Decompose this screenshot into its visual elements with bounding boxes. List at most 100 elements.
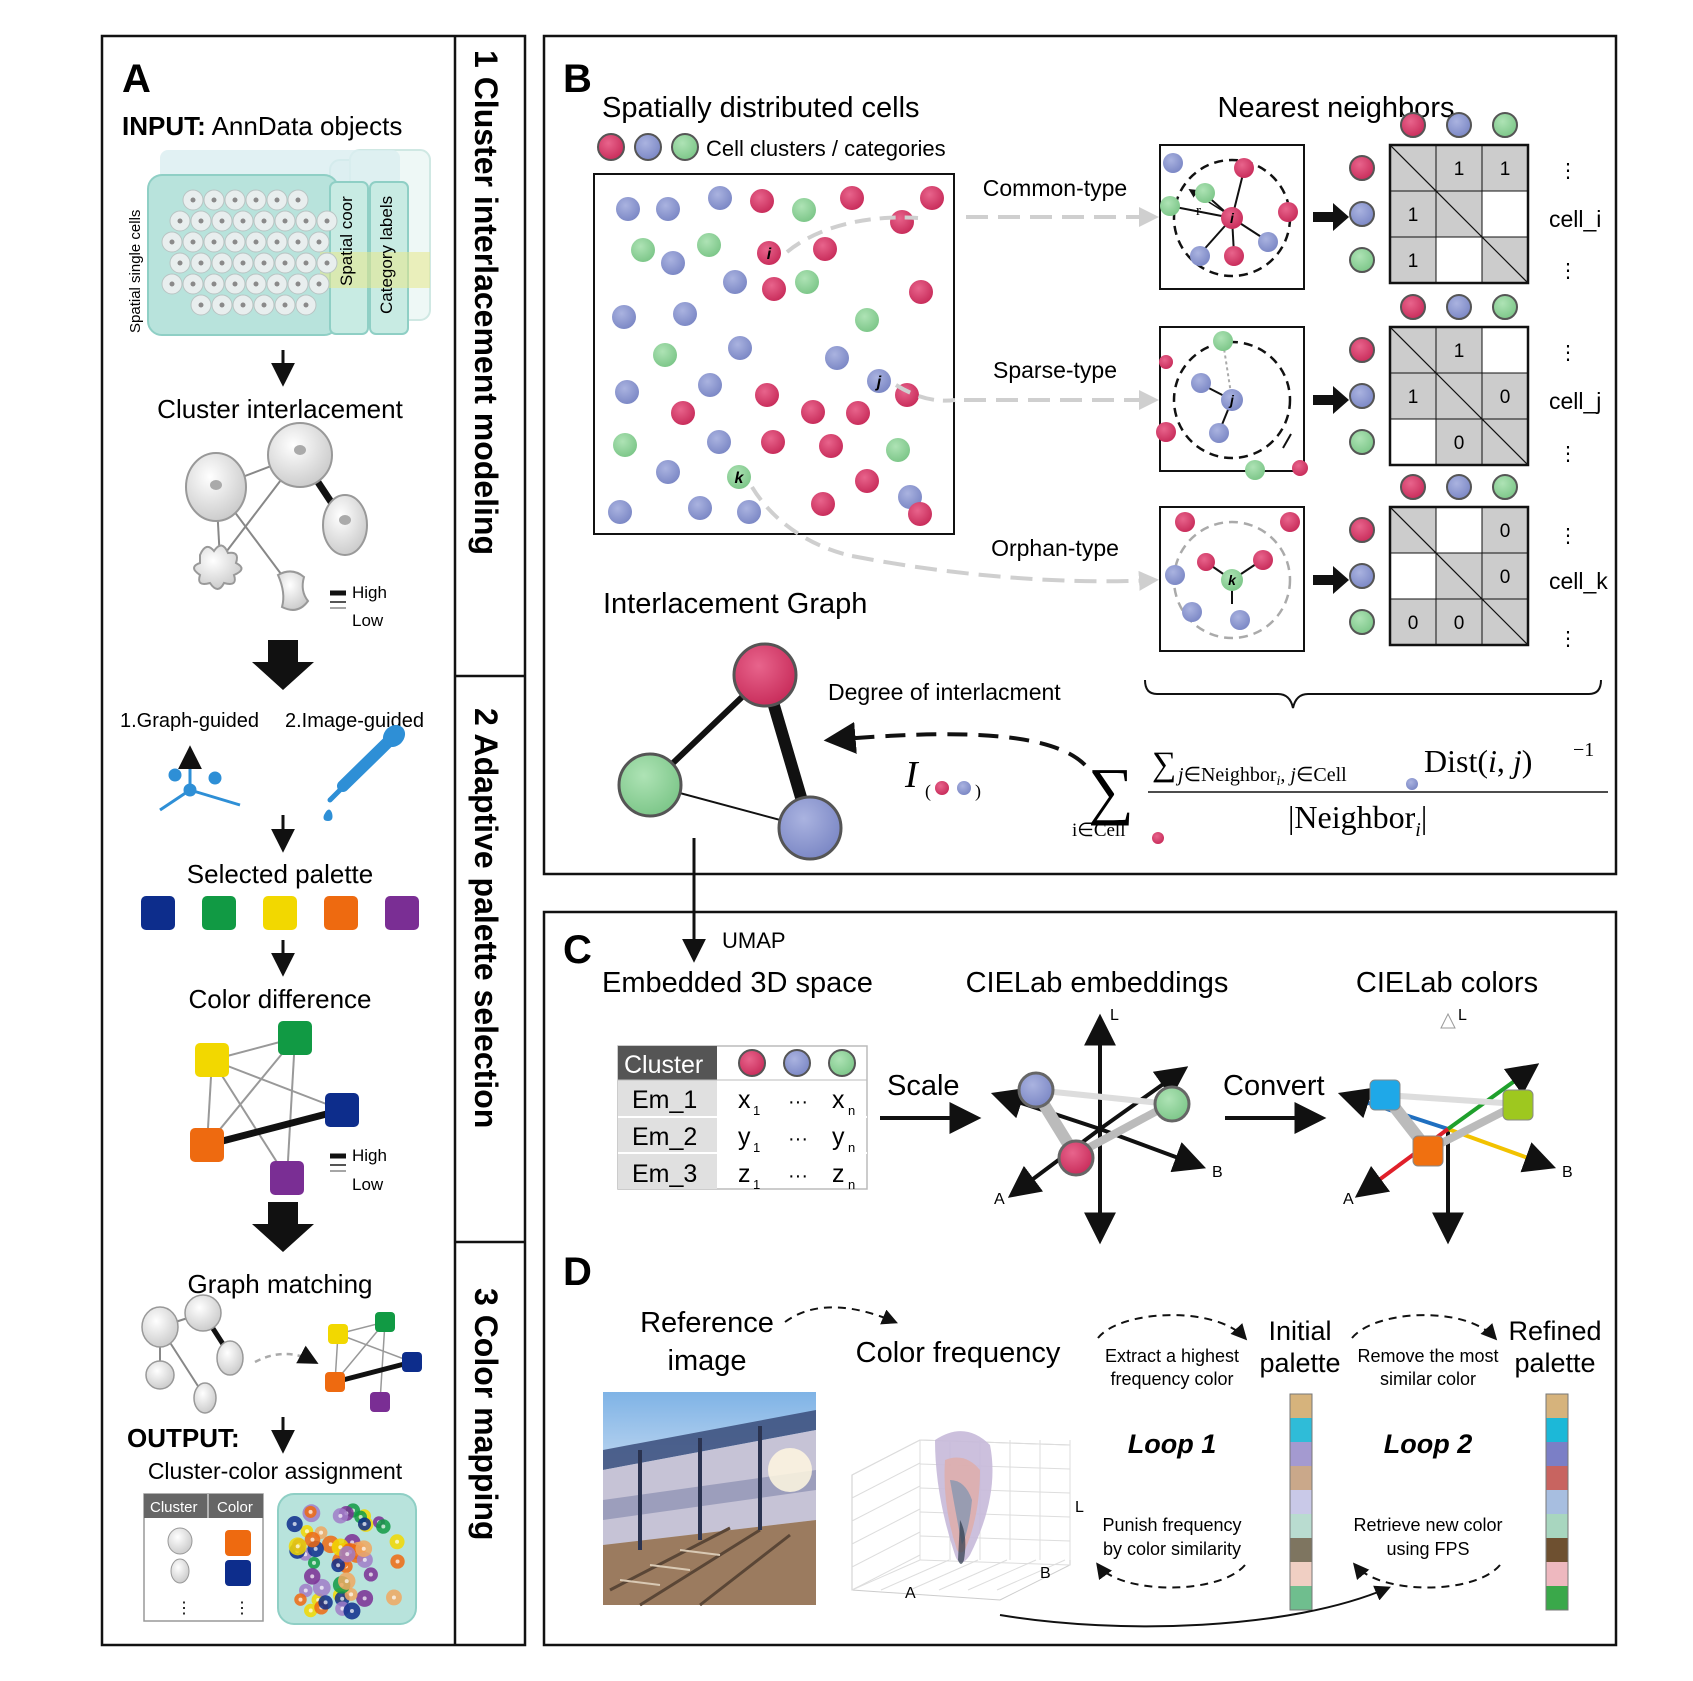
matrix-vdots-glyph: ⋮: [1558, 443, 1578, 465]
legend2-low: Low: [352, 1175, 384, 1194]
matrix-col-dot: [1400, 474, 1426, 500]
table-vdots-1: ⋮: [176, 1600, 192, 1617]
formula-sum-dot: [1152, 832, 1164, 844]
matrix-col-dot: [1446, 294, 1472, 320]
cluster-interlacement-title: Cluster interlacement: [157, 394, 403, 424]
palette-swatch: [1546, 1514, 1568, 1538]
emb-row-first-sub: 1: [753, 1177, 760, 1192]
anndata-nucleus: [324, 218, 330, 224]
palette-swatch: [1290, 1490, 1312, 1514]
matrix-gray-cell: [1436, 419, 1482, 465]
field-cell-dot: [615, 380, 639, 404]
anndata-nucleus: [232, 281, 238, 287]
tissue-nucleus: [295, 1544, 300, 1549]
anndata-nucleus: [261, 218, 267, 224]
matrix-row-dot: [1349, 247, 1375, 273]
field-cell-dot: [661, 251, 685, 275]
emb-row-last-sub: n: [848, 1140, 855, 1155]
emb-row-first: x: [738, 1086, 751, 1114]
orphan-type-label: Orphan-type: [991, 535, 1119, 561]
palette-swatch: [1546, 1394, 1568, 1418]
tissue-nucleus: [323, 1600, 328, 1605]
tissue-nucleus: [361, 1546, 366, 1551]
formula-I-paren-open: (: [925, 781, 931, 802]
matrix-value: 0: [1454, 433, 1465, 454]
formula-denominator: |Neighbori|: [1288, 799, 1427, 841]
emb-row-dots: ···: [788, 1091, 808, 1113]
sparse-center-j: j: [1228, 392, 1235, 408]
anndata-nucleus: [303, 302, 309, 308]
palette-swatch: [1546, 1586, 1568, 1610]
palette-swatch: [1546, 1538, 1568, 1562]
cube-grid: [919, 1559, 1071, 1566]
image-guided-label: 2.Image-guided: [285, 710, 424, 732]
panel-d-letter: D: [563, 1250, 592, 1294]
palette-swatch: [1290, 1562, 1312, 1586]
emb-row-last: x: [832, 1086, 845, 1114]
col-axis-A: A: [1343, 1191, 1354, 1208]
connector-i: [785, 215, 919, 254]
anndata-nucleus: [316, 281, 322, 287]
selected-palette-title: Selected palette: [187, 859, 373, 889]
palette-swatch-purple: [385, 896, 419, 930]
loop2-top-arrow: [1351, 1314, 1498, 1341]
matrix-row-dot: [1349, 517, 1375, 543]
refined-line1: Refined: [1508, 1316, 1601, 1346]
emb-row-last-sub: n: [848, 1103, 855, 1118]
step-2-label: 2 Adaptive palette selection: [468, 708, 504, 1128]
colored-tissue: [277, 1493, 417, 1625]
field-cell-dot: [855, 469, 879, 493]
matrix-gray-cell: [1390, 373, 1436, 419]
cube-grid: [919, 1511, 1071, 1518]
connector-j: [894, 383, 956, 403]
field-cell-dot: [909, 280, 933, 304]
matching-arrow: [254, 1345, 319, 1364]
step-3-label: 3 Color mapping: [468, 1288, 504, 1540]
tissue-nucleus: [349, 1608, 354, 1613]
matrix-vdots-glyph: ⋮: [1558, 260, 1578, 282]
assignment-table: [143, 1493, 264, 1622]
orphan-center-k: k: [1228, 572, 1237, 588]
matrix-vdots-glyph: ⋮: [1558, 160, 1578, 182]
cube-grid: [996, 1559, 1066, 1591]
freq-axis-L: L: [1075, 1499, 1084, 1516]
axes-icon: [159, 745, 241, 812]
matrix-gray-cell: [1482, 373, 1528, 419]
degree-label: Degree of interlacment: [828, 679, 1061, 705]
field-cell-dot: [616, 197, 640, 221]
legend-high: High: [352, 583, 387, 602]
tissue-nucleus: [308, 1608, 313, 1613]
anndata-nucleus: [240, 302, 246, 308]
ref-to-freq-arrow: [784, 1306, 898, 1325]
field-cell-dot: [728, 336, 752, 360]
field-cell-dot: [708, 186, 732, 210]
palette-swatch: [1290, 1418, 1312, 1442]
cube-grid: [938, 1559, 1008, 1591]
matrix-vdots-glyph: ⋮: [1558, 342, 1578, 364]
panel-c-letter: C: [563, 928, 592, 972]
matrix-gray-cell: [1390, 599, 1436, 645]
tissue-nucleus: [340, 1606, 345, 1611]
formula: I ( ) ∑ i∈Cell ∑ j∈Neighbori, j∈Cell Dis…: [904, 739, 1608, 844]
field-cell-dot: [855, 308, 879, 332]
palette-swatch: [1290, 1442, 1312, 1466]
category-legend-label: Cell clusters / categories: [706, 136, 946, 161]
cielab-color-axes: [1337, 1012, 1557, 1245]
emb-row-name: Em_3: [632, 1160, 697, 1188]
anndata-nucleus: [219, 260, 225, 266]
field-cell-dot: [697, 233, 721, 257]
anndata-nucleus: [190, 197, 196, 203]
legend2-high: High: [352, 1146, 387, 1165]
formula-numerator-sub: j∈Neighbori, j∈Cell: [1175, 764, 1347, 789]
anndata-nucleus: [261, 302, 267, 308]
matrix-diagonal: [1389, 506, 1529, 646]
emb-row-first: y: [738, 1123, 751, 1151]
anndata-nucleus: [253, 239, 259, 245]
field-cell-dot: [908, 502, 932, 526]
matrix-vdots-glyph: ⋮: [1558, 525, 1578, 547]
retrieve-line2: using FPS: [1386, 1539, 1469, 1559]
table-color-header: Color: [217, 1499, 253, 1516]
arrow-orphan: [851, 554, 1159, 591]
cube-grid: [967, 1559, 1037, 1591]
